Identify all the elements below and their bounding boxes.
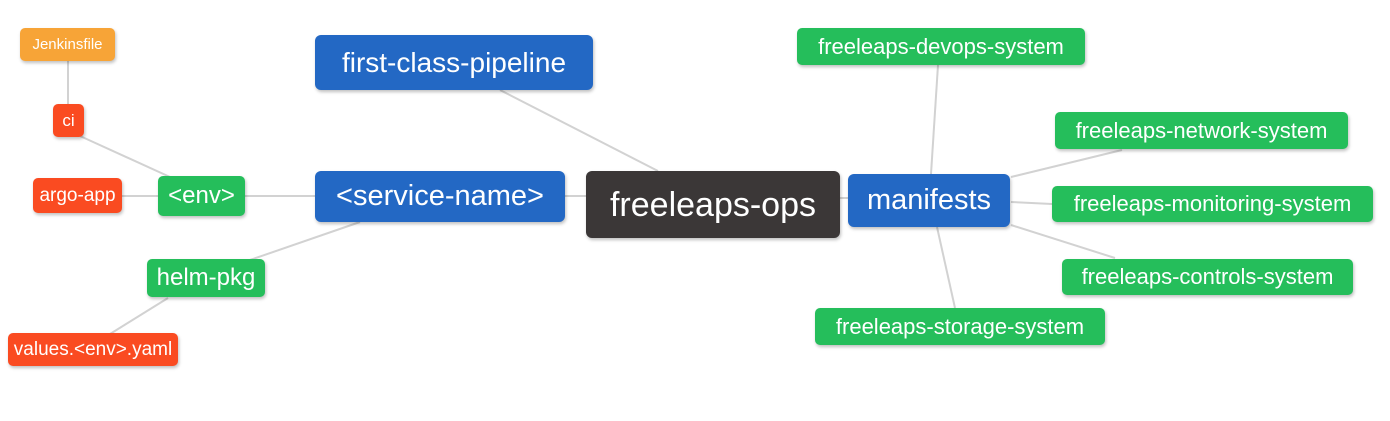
node-freeleaps-network-system[interactable]: freeleaps-network-system — [1055, 112, 1348, 149]
edge-manifests-devops — [930, 64, 939, 175]
node-manifests[interactable]: manifests — [848, 174, 1010, 227]
edge-values-helm-pkg — [109, 297, 169, 335]
node-helm-pkg[interactable]: helm-pkg — [147, 259, 265, 297]
edge-manifests-controls — [1010, 224, 1116, 259]
node-jenkinsfile[interactable]: Jenkinsfile — [20, 28, 115, 61]
node-service-name[interactable]: <service-name> — [315, 171, 565, 222]
edge-manifests-monitoring — [1010, 201, 1053, 205]
node-freeleaps-ops[interactable]: freeleaps-ops — [586, 171, 840, 238]
node-values-env-yaml[interactable]: values.<env>.yaml — [8, 333, 178, 366]
edge-pipeline-freeleaps-ops — [499, 89, 659, 172]
node-freeleaps-devops-system[interactable]: freeleaps-devops-system — [797, 28, 1085, 65]
edge-manifests-storage — [936, 226, 956, 309]
node-freeleaps-controls-system[interactable]: freeleaps-controls-system — [1062, 259, 1353, 295]
edge-ci-env — [79, 135, 171, 178]
edge-manifests-network — [1010, 149, 1123, 178]
edge-helm-pkg-service-name — [249, 221, 361, 261]
node-first-class-pipeline[interactable]: first-class-pipeline — [315, 35, 593, 90]
node-freeleaps-monitoring-system[interactable]: freeleaps-monitoring-system — [1052, 186, 1373, 222]
node-freeleaps-storage-system[interactable]: freeleaps-storage-system — [815, 308, 1105, 345]
node-env[interactable]: <env> — [158, 176, 245, 216]
node-ci[interactable]: ci — [53, 104, 84, 137]
node-argo-app[interactable]: argo-app — [33, 178, 122, 213]
